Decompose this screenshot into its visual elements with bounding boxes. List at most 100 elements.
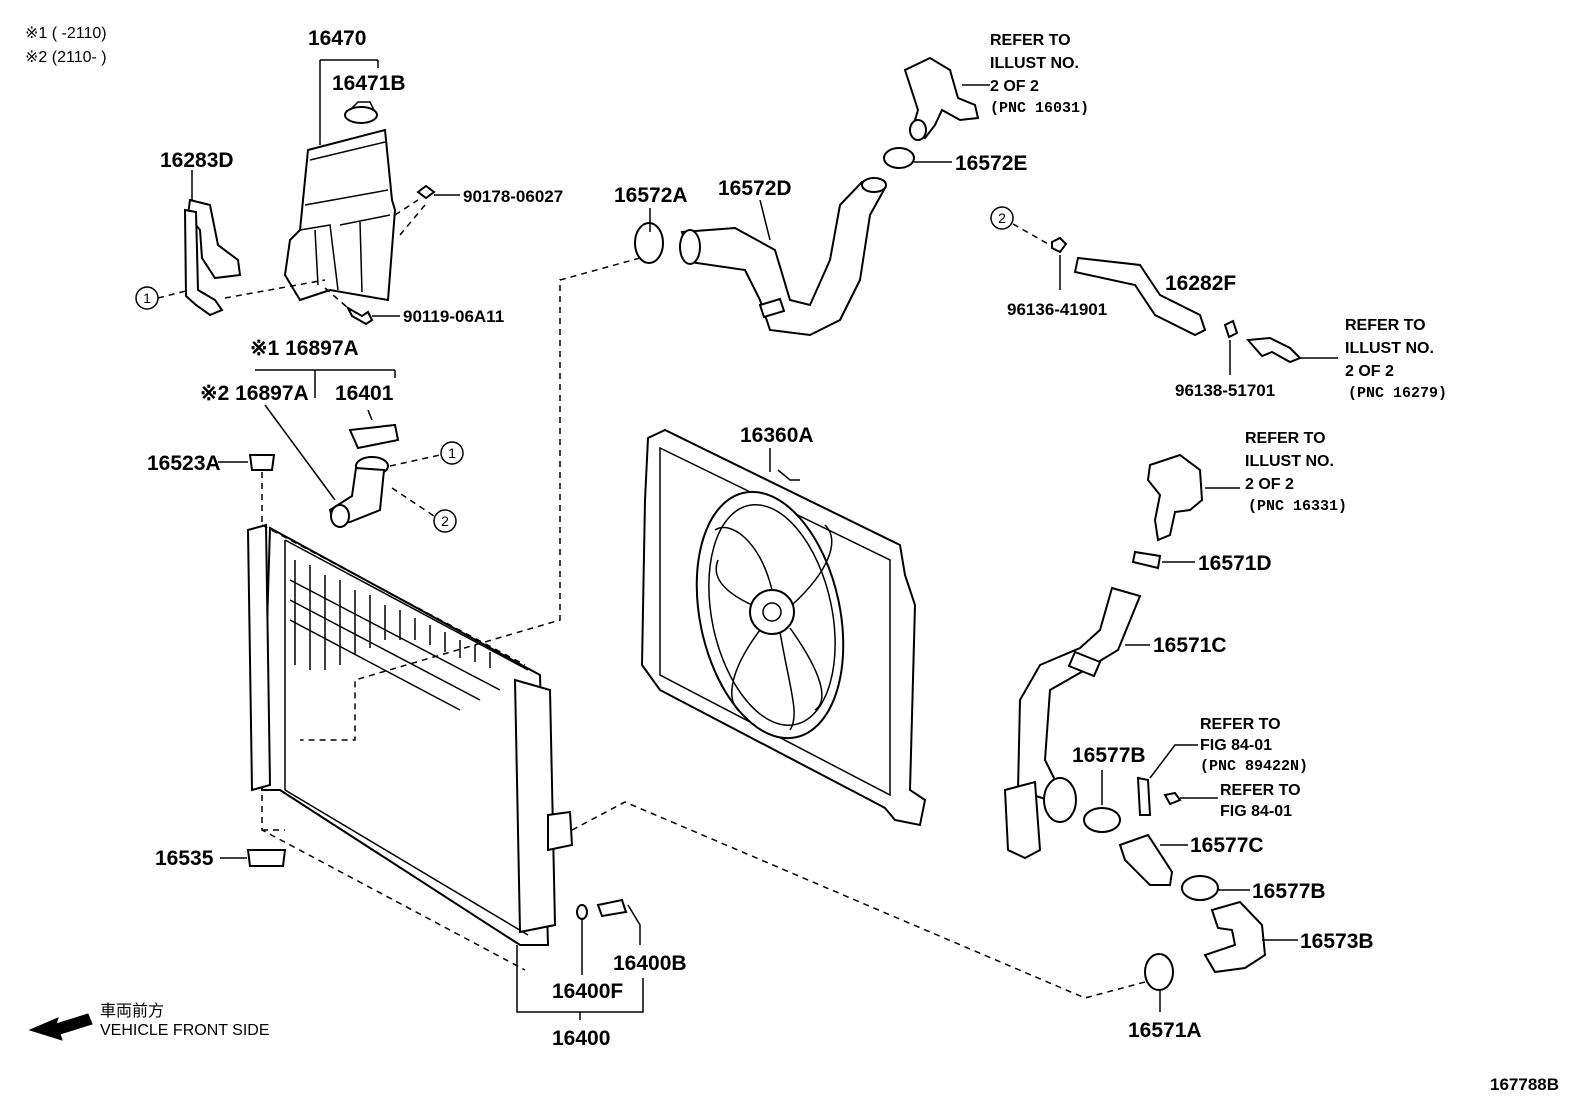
ref-16031-line3: 2 OF 2 [990, 78, 1039, 95]
clamp-16577B-1 [1083, 807, 1122, 833]
sensor-89422N [1136, 776, 1152, 816]
leader-16400B-F [581, 904, 641, 975]
ref-16279-line2: ILLUST NO. [1345, 340, 1434, 357]
water-inlet-drawing [1146, 453, 1204, 542]
gasket-16400F [576, 904, 588, 920]
circle-1-top-text: 1 [143, 290, 151, 306]
hose-16283D-drawing [183, 198, 242, 317]
label-16577C: 16577C [1190, 834, 1264, 857]
lower-hose-16571C [1003, 586, 1142, 860]
label-16282F: 16282F [1165, 272, 1236, 295]
circle-2-mid [433, 509, 457, 533]
connector-8401 [1163, 791, 1182, 806]
circle-2-top-text: 2 [998, 210, 1006, 226]
label-90119-06A11: 90119-06A11 [403, 307, 504, 326]
front-label-jp: 車両前方 [100, 1002, 164, 1020]
label-16400B: 16400B [613, 952, 687, 975]
leader-16470 [319, 59, 379, 145]
label-16572E: 16572E [955, 152, 1027, 175]
ref-89422-line1: REFER TO [1200, 716, 1281, 733]
fan-shroud-drawing [640, 428, 927, 827]
mount-16535 [246, 849, 287, 867]
label-16535: 16535 [155, 847, 214, 870]
plug-16400B [596, 898, 628, 918]
circle-2-mid-text: 2 [441, 513, 449, 529]
hose-16282F [1073, 256, 1207, 337]
note-2: ※2 (2110- ) [25, 49, 107, 66]
front-label-en: VEHICLE FRONT SIDE [100, 1022, 270, 1039]
dash-16571A [571, 801, 1146, 999]
circle-1-mid-text: 1 [448, 445, 456, 461]
filler-neck-16897A [328, 456, 389, 528]
note-1: ※1 ( -2110) [25, 25, 107, 42]
pipe-16279 [1245, 336, 1302, 364]
label-16577B-2: 16577B [1252, 880, 1326, 903]
clamp-16577B-2 [1181, 875, 1220, 901]
label-16283D: 16283D [160, 149, 234, 172]
clip-90178 [416, 184, 436, 200]
label-16897A-2: ※2 16897A [200, 382, 309, 405]
ref-8401-line1: REFER TO [1220, 782, 1301, 799]
dash-90119 [324, 287, 349, 309]
label-16401: 16401 [335, 382, 394, 405]
ref-16279-line1: REFER TO [1345, 317, 1426, 334]
leader-16897A-16401 [264, 404, 373, 501]
ref-16331-line3: 2 OF 2 [1245, 476, 1294, 493]
label-96136-41901: 96136-41901 [1007, 300, 1107, 319]
label-16577B-1: 16577B [1072, 744, 1146, 767]
label-16571A: 16571A [1128, 1019, 1202, 1042]
label-16400F: 16400F [552, 980, 623, 1003]
leader-r89422 [1149, 744, 1198, 779]
clamp-96136 [1051, 236, 1068, 254]
dash-circle2-top [1012, 223, 1051, 246]
dash-90178 [394, 199, 426, 236]
radiator-cap-16401 [348, 423, 400, 450]
bolt-90119 [345, 305, 374, 326]
clamp-16571A [1144, 953, 1175, 991]
ref-16331-line2: ILLUST NO. [1245, 453, 1334, 470]
ref-16331-line1: REFER TO [1245, 430, 1326, 447]
label-16572A: 16572A [614, 184, 688, 207]
label-16470: 16470 [308, 27, 366, 50]
label-16572D: 16572D [718, 177, 792, 200]
ref-16279-line3: 2 OF 2 [1345, 363, 1394, 380]
upper-hose-16572D [679, 177, 887, 337]
label-96138-51701: 96138-51701 [1175, 381, 1275, 400]
label-16400: 16400 [552, 1027, 610, 1050]
dash-radiator [261, 524, 526, 971]
figure-number: 167788B [1490, 1075, 1559, 1094]
label-16360A: 16360A [740, 424, 814, 447]
ref-89422-line2: FIG 84-01 [1200, 737, 1272, 754]
dash-circle1-top [157, 279, 326, 299]
water-outlet-drawing [903, 56, 980, 141]
front-arrow-icon [28, 1013, 93, 1041]
clamp-16572A [634, 222, 665, 264]
label-16471B: 16471B [332, 72, 406, 95]
radiator-drawing [246, 523, 574, 946]
circle-2-top [990, 206, 1014, 230]
ref-16331-line4: (PNC 16331) [1248, 498, 1347, 515]
dash-circle2-mid [391, 487, 435, 517]
label-90178-06027: 90178-06027 [463, 187, 563, 206]
leader-16897A-top [255, 369, 396, 398]
ref-16031-line1: REFER TO [990, 32, 1071, 49]
clamp-96138 [1223, 319, 1239, 339]
ref-89422-line3: (PNC 89422N) [1200, 758, 1308, 775]
ref-16031-line2: ILLUST NO. [990, 55, 1079, 72]
dash-16572A [300, 257, 641, 741]
mount-16523A [248, 454, 276, 471]
label-16897A-1: ※1 16897A [250, 337, 359, 360]
ref-8401-line2: FIG 84-01 [1220, 803, 1292, 820]
leader-16572D [759, 199, 771, 241]
clamp-16572E [883, 147, 916, 169]
ref-16279-line4: (PNC 16279) [1348, 385, 1447, 402]
sensor-16571D [1131, 550, 1162, 570]
label-16571D: 16571D [1198, 552, 1272, 575]
ref-16031-line4: (PNC 16031) [990, 100, 1089, 117]
label-16571C: 16571C [1153, 634, 1227, 657]
reservoir-tank-drawing [283, 101, 397, 302]
label-16573B: 16573B [1300, 930, 1374, 953]
pipe-16577C [1118, 833, 1174, 886]
